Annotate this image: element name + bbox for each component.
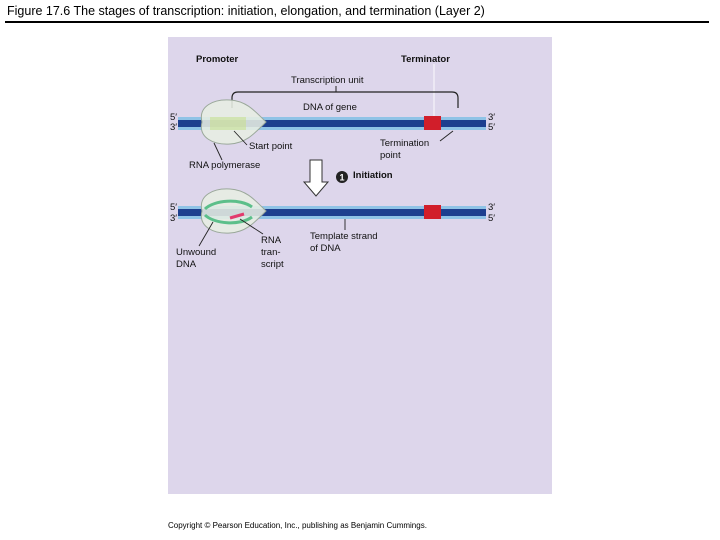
terminator-marker-line	[433, 64, 435, 116]
dna-top-strand-light	[178, 117, 486, 120]
unwound-strand-upper	[203, 199, 253, 211]
dna2-bottom-strand	[178, 213, 486, 216]
terminator-region-2	[424, 205, 441, 219]
rna-transcript-label-line2: tran-	[261, 247, 281, 258]
strand-end-bottom-left: 3′	[170, 122, 177, 133]
title-rule	[5, 21, 709, 23]
slide-title: Figure 17.6 The stages of transcription:…	[7, 4, 485, 18]
start-point-label: Start point	[249, 141, 293, 152]
rna-transcript-pointer	[239, 218, 264, 235]
step-number-badge	[336, 171, 348, 183]
initiation-arrow	[302, 159, 330, 197]
template-strand-label-line1: Template strand	[310, 231, 378, 242]
strand2-end-top-right: 3′	[488, 202, 495, 213]
transcription-unit-label: Transcription unit	[291, 75, 364, 86]
dna2-top-strand	[178, 209, 486, 213]
strand2-end-bottom-left: 3′	[170, 213, 177, 224]
rna-transcript-label-line1: RNA	[261, 235, 282, 246]
termination-point-label-line2: point	[380, 150, 401, 161]
terminator-label: Terminator	[401, 54, 450, 65]
unwound-dna-pointer	[198, 221, 214, 247]
promoter-label: Promoter	[196, 54, 239, 65]
dna-bottom-strand	[178, 124, 486, 127]
initiation-step-number: 1	[339, 173, 344, 183]
dna2-bottom-strand-light	[178, 216, 486, 219]
strand-end-top-right: 3′	[488, 112, 495, 123]
transcription-unit-bracket	[231, 91, 459, 108]
termination-point-label-line1: Termination	[380, 138, 429, 149]
unwound-dna-label-line2: DNA	[176, 259, 197, 270]
rna-polymerase-label: RNA polymerase	[189, 160, 260, 171]
strand-end-bottom-right: 5′	[488, 122, 495, 133]
termination-point-pointer	[439, 130, 454, 142]
strand-end-top-left: 5′	[170, 112, 177, 123]
rna-transcript-shape	[229, 212, 245, 220]
strand2-end-bottom-right: 5′	[488, 213, 495, 224]
unwound-dna-label-line1: Unwound	[176, 247, 216, 258]
rna-transcript-label-line3: script	[261, 259, 284, 270]
strand2-end-top-left: 5′	[170, 202, 177, 213]
dna-bottom-strand-light	[178, 127, 486, 130]
dna-top-strand	[178, 120, 486, 124]
template-strand-label-line2: of DNA	[310, 243, 341, 254]
promoter-region	[210, 117, 246, 130]
dna2-top-strand-light	[178, 206, 486, 209]
copyright-notice: Copyright © Pearson Education, Inc., pub…	[168, 521, 427, 530]
start-point-pointer	[233, 130, 248, 146]
terminator-region	[424, 116, 441, 130]
dna-of-gene-label: DNA of gene	[303, 102, 357, 113]
initiation-label: Initiation	[353, 170, 393, 181]
unwound-strand-lower	[203, 213, 253, 225]
rna-polymerase-pointer	[213, 142, 223, 161]
